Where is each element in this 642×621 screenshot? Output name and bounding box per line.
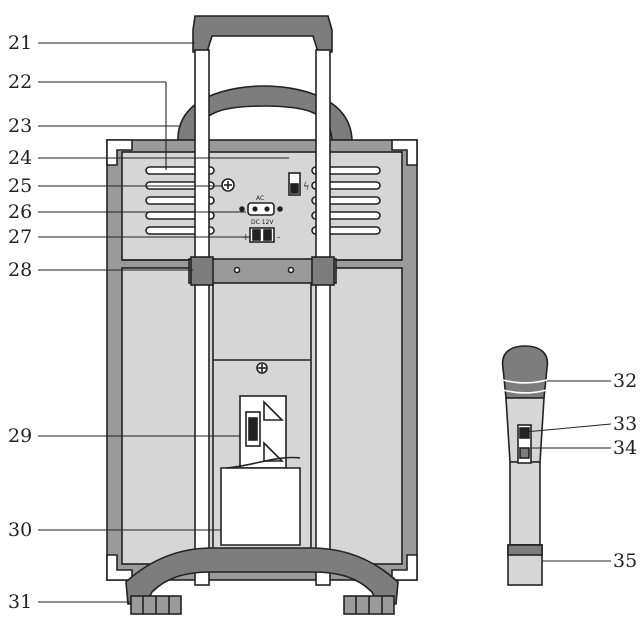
dc-input: DC 12V + - xyxy=(242,219,280,243)
label-33: 33 xyxy=(613,413,638,435)
trolley-handle xyxy=(192,15,333,53)
leader-lines xyxy=(38,42,612,603)
label-28: 28 xyxy=(8,259,33,281)
label-32: 32 xyxy=(613,370,638,392)
switch-symbol: ϟ xyxy=(303,182,310,193)
label-25: 25 xyxy=(8,175,33,197)
label-26: 26 xyxy=(8,201,33,223)
ground-screw xyxy=(221,178,235,192)
dc-mark: DC 12V xyxy=(251,219,274,226)
mic-grille xyxy=(501,345,549,399)
rear-opening xyxy=(220,467,301,546)
cabinet-base xyxy=(125,547,399,605)
label-34: 34 xyxy=(613,437,638,459)
wheel-right xyxy=(343,595,395,615)
corner-protector xyxy=(391,139,418,166)
label-24: 24 xyxy=(8,147,33,169)
ac-inlet: AC xyxy=(239,195,283,216)
wheel-left xyxy=(130,595,182,615)
svg-text:+: + xyxy=(242,233,250,243)
label-23: 23 xyxy=(8,115,33,137)
label-35: 35 xyxy=(613,550,638,572)
corner-protector xyxy=(106,139,133,166)
label-22: 22 xyxy=(8,71,33,93)
trolley-rail-left xyxy=(194,49,210,586)
ac-mark: AC xyxy=(256,195,264,202)
microphone xyxy=(501,345,549,586)
trolley-rail-right xyxy=(315,49,331,586)
label-30: 30 xyxy=(8,519,33,541)
battery-label xyxy=(239,395,287,469)
svg-text:-: - xyxy=(277,233,280,243)
label-21: 21 xyxy=(8,32,33,54)
label-29: 29 xyxy=(8,425,33,447)
panel-screw xyxy=(256,362,268,374)
label-27: 27 xyxy=(8,226,33,248)
label-31: 31 xyxy=(8,591,33,613)
